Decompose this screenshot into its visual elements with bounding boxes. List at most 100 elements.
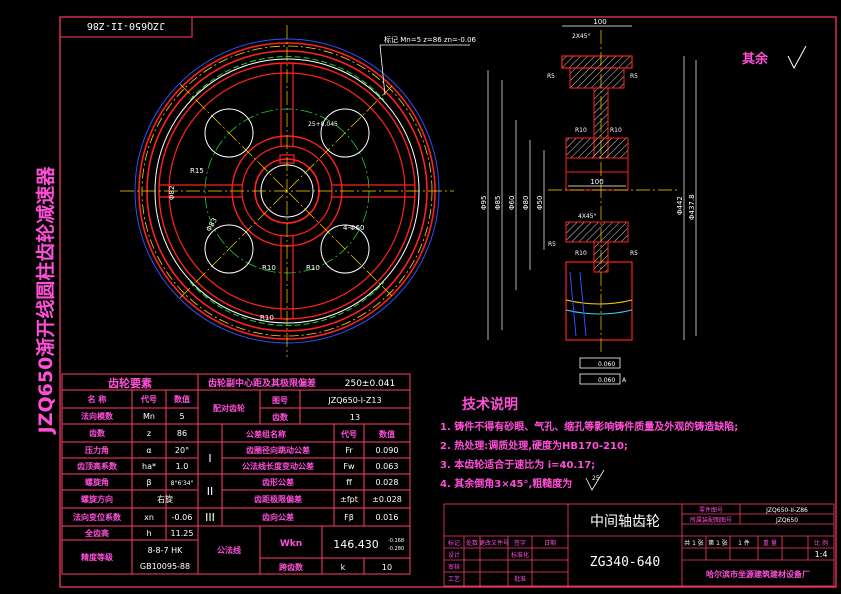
svg-text:设计: 设计 xyxy=(448,551,460,559)
svg-text:代号: 代号 xyxy=(340,429,357,439)
svg-text:β: β xyxy=(146,478,151,487)
svg-text:11.25: 11.25 xyxy=(171,529,194,538)
svg-text:精度等级: 精度等级 xyxy=(81,552,114,562)
svg-text:10: 10 xyxy=(382,563,392,572)
hub-dim: Φ82 xyxy=(168,186,176,200)
svg-text:±0.028: ±0.028 xyxy=(372,495,402,504)
svg-text:3. 本齿轮适合于速比为 i=40.17;: 3. 本齿轮适合于速比为 i=40.17; xyxy=(440,458,595,471)
svg-text:GB10095-88: GB10095-88 xyxy=(140,562,190,571)
teeth-value: 13 xyxy=(350,413,360,422)
tol-box-2: 0.060 xyxy=(598,377,615,384)
svg-text:1 件: 1 件 xyxy=(738,539,750,547)
svg-text:ff: ff xyxy=(346,478,352,487)
gear-front-view xyxy=(120,25,470,357)
svg-text:2. 热处理:调质处理,硬度为HB170-210;: 2. 热处理:调质处理,硬度为HB170-210; xyxy=(440,439,628,452)
gear-table xyxy=(61,373,199,575)
teeth-label: 齿数 xyxy=(272,412,289,422)
svg-text:R5: R5 xyxy=(630,250,638,257)
svg-text:齿距极限偏差: 齿距极限偏差 xyxy=(254,494,302,504)
svg-text:Fw: Fw xyxy=(343,462,355,471)
svg-text:0.063: 0.063 xyxy=(376,462,399,471)
svg-text:代号: 代号 xyxy=(140,394,157,404)
svg-text:R5: R5 xyxy=(548,241,556,248)
svg-text:批准: 批准 xyxy=(514,575,526,583)
svg-text:-0.168: -0.168 xyxy=(388,538,404,544)
svg-text:审核: 审核 xyxy=(448,563,460,571)
svg-text:h: h xyxy=(146,529,151,538)
mark-note: 标记 Mn=5 z=86 zn=-0.06 xyxy=(384,35,477,44)
sign-table: 标记 处数 更改文件号 签字 日期 设计 标准化 审核 工艺 批准 xyxy=(448,539,556,583)
svg-text:146.430: 146.430 xyxy=(333,538,379,551)
svg-text:数值: 数值 xyxy=(174,394,190,404)
tech-roughness-symbol xyxy=(585,469,605,491)
svg-text:-0.280: -0.280 xyxy=(388,546,404,552)
svg-text:II: II xyxy=(207,485,214,498)
side-title: JZQ650渐开线圆柱齿轮减速器 xyxy=(34,166,57,436)
roughness-symbol xyxy=(787,45,807,70)
svg-text:±fpt: ±fpt xyxy=(340,495,358,504)
mating-label: 配对齿轮 xyxy=(213,403,245,413)
gear-table-rows: 法向模数 Mn 5 齿数 z 86 压力角 α 20° 齿顶高系数 ha* 1.… xyxy=(73,411,194,571)
section-top-width: 100 xyxy=(593,18,606,26)
svg-text:齿向公差: 齿向公差 xyxy=(262,512,294,522)
svg-text:Φ95: Φ95 xyxy=(480,196,488,210)
svg-text:公法线: 公法线 xyxy=(217,545,241,555)
section-hub-width: 100 xyxy=(590,178,603,186)
svg-text:齿顶高系数: 齿顶高系数 xyxy=(77,461,118,471)
svg-text:零件图号: 零件图号 xyxy=(699,506,723,514)
svg-text:JZQ650-II-Z86: JZQ650-II-Z86 xyxy=(765,507,808,514)
drawing-no: JZQ650-I-Z13 xyxy=(327,396,381,405)
svg-text:Fr: Fr xyxy=(345,446,353,455)
svg-text:JZQ650: JZQ650 xyxy=(775,517,798,524)
svg-text:xn: xn xyxy=(144,513,154,522)
svg-text:R10: R10 xyxy=(575,250,587,257)
svg-text:0.016: 0.016 xyxy=(376,513,399,522)
svg-text:齿形公差: 齿形公差 xyxy=(262,477,294,487)
svg-text:86: 86 xyxy=(177,429,187,438)
hole-dim: 4-Φ60 xyxy=(343,224,364,232)
svg-text:R5: R5 xyxy=(547,73,555,80)
svg-text:压力角: 压力角 xyxy=(85,445,109,455)
svg-text:4. 其余倒角3×45°,粗糙度为: 4. 其余倒角3×45°,粗糙度为 xyxy=(440,477,572,490)
svg-text:名 称: 名 称 xyxy=(88,394,107,404)
svg-text:工艺: 工艺 xyxy=(448,575,460,583)
drawing-no-label: 图号 xyxy=(272,396,288,405)
fillet-r2: R10 xyxy=(306,264,320,272)
title-block-info: 零件图号 JZQ650-II-Z86 所属装配图图号 JZQ650 共 1 张 … xyxy=(684,506,828,579)
svg-text:标准化: 标准化 xyxy=(511,551,529,559)
svg-text:20°: 20° xyxy=(175,446,189,455)
center-distance: 250±0.041 xyxy=(345,379,395,389)
svg-text:Φ60: Φ60 xyxy=(508,196,516,210)
gear-table-title: 齿轮要素 xyxy=(108,376,152,390)
check-table-title: 齿轮副中心距及其极限偏差 xyxy=(208,377,316,389)
svg-text:更改文件号: 更改文件号 xyxy=(479,539,509,547)
svg-text:Wkn: Wkn xyxy=(280,539,302,549)
svg-text:第 1 张: 第 1 张 xyxy=(708,539,728,547)
svg-text:8-8-7 HK: 8-8-7 HK xyxy=(148,546,184,555)
section-left-dims: Φ95 Φ85 Φ60 Φ80 Φ50 xyxy=(480,196,544,210)
svg-text:所属装配图图号: 所属装配图图号 xyxy=(690,516,732,524)
roughness-note: 其余 xyxy=(742,51,769,67)
part-name: 中间轴齿轮 xyxy=(590,514,660,530)
svg-text:Φ437.8: Φ437.8 xyxy=(688,194,696,220)
svg-text:Φ442: Φ442 xyxy=(676,196,684,215)
tech-notes-title: 技术说明 xyxy=(462,396,518,413)
svg-text:齿数: 齿数 xyxy=(89,428,106,438)
common-normal: 公法线 Wkn 146.430 -0.168 -0.280 跨齿数 k 10 xyxy=(217,538,404,572)
svg-text:齿圈径向跳动公差: 齿圈径向跳动公差 xyxy=(246,445,310,455)
svg-text:Φ85: Φ85 xyxy=(494,196,502,210)
section-radii: R5 R5 R10 R10 R5 R10 R5 xyxy=(547,73,638,257)
corner-code-box xyxy=(59,16,193,38)
svg-text:Mn: Mn xyxy=(143,412,155,421)
svg-text:R10: R10 xyxy=(610,127,622,134)
svg-text:Φ50: Φ50 xyxy=(536,196,544,210)
svg-text:R10: R10 xyxy=(575,127,587,134)
tolerance-groups: I 齿圈径向跳动公差 Fr 0.090 公法线长度变动公差 Fw 0.063 I… xyxy=(205,445,402,524)
svg-text:比 例: 比 例 xyxy=(814,539,828,547)
svg-text:k: k xyxy=(341,563,346,572)
svg-text:0.090: 0.090 xyxy=(376,446,399,455)
tol-box-1: 0.060 xyxy=(598,361,615,368)
svg-text:重 量: 重 量 xyxy=(763,539,777,547)
svg-text:哈尔滨市坐源建筑建材设备厂: 哈尔滨市坐源建筑建材设备厂 xyxy=(706,569,810,579)
svg-text:1:4: 1:4 xyxy=(815,550,828,559)
